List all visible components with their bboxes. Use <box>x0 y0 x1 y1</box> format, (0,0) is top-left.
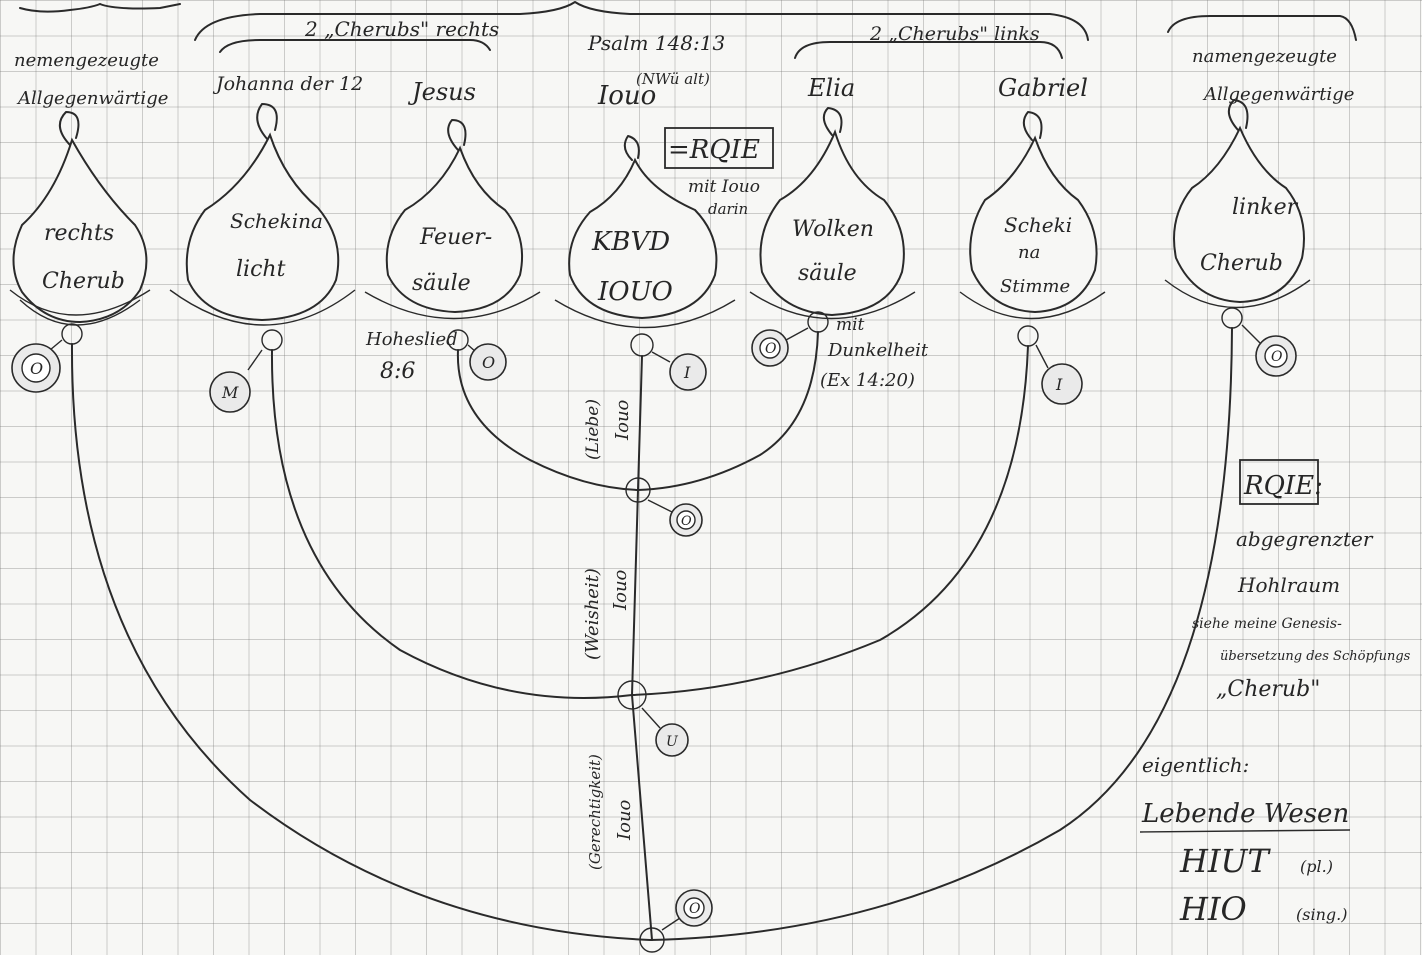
candle-5-name: Elia <box>807 74 855 102</box>
candle-3: Feuer- säule <box>364 119 541 351</box>
candle-1-name-a: nemengezeugte <box>14 50 159 71</box>
seal-4-letter: I <box>683 363 691 382</box>
candle-4-body-1: KBVD <box>591 227 670 257</box>
junction-circle-3 <box>639 927 665 953</box>
seal-3-letter: O <box>482 353 495 372</box>
side-note-box: RQIE: <box>1243 471 1323 501</box>
candle-7-body-1: linker <box>1232 195 1299 220</box>
candle-1-name-b: Allgegenwärtige <box>16 88 168 109</box>
candle-2: Schekina licht <box>169 103 356 351</box>
candle-5-body-1: Wolken <box>792 217 874 242</box>
side-note-line2: Hohlraum <box>1237 573 1340 597</box>
bracket-left-text: 2 „Cherubs" links <box>869 23 1040 45</box>
weisheit-label: (Weisheit) <box>582 568 603 660</box>
seal-6: I <box>1035 344 1083 405</box>
seal-7-letter: O <box>1271 349 1283 365</box>
rqie-box-text: =RQIE <box>668 135 760 165</box>
candle-3-body-1: Feuer- <box>419 225 492 250</box>
candle-2-body-2: licht <box>236 257 286 282</box>
candle-6-name: Gabriel <box>998 74 1088 102</box>
psalm-reference: Psalm 148:13 <box>587 31 725 55</box>
side-note-line1: abgegrenzter <box>1236 527 1374 551</box>
rqie-box <box>664 127 774 169</box>
top-braces <box>19 1 1357 59</box>
candle-2-body-1: Schekina <box>230 209 323 233</box>
junction-seal-1: O <box>647 499 703 537</box>
junction-seal-2-letter: U <box>666 734 679 750</box>
junction-seal-1-letter: O <box>681 514 692 529</box>
seal-2-letter: M <box>221 383 239 402</box>
seal-7: O <box>1241 324 1297 377</box>
rqie-sub-1: mit Iouo <box>688 177 760 197</box>
seal-1-letter: O <box>30 359 43 378</box>
candle-2-name: Johanna der 12 <box>212 73 363 95</box>
iouo-label-3: Iouo <box>614 799 635 841</box>
candle-7-body-2: Cherub <box>1200 251 1283 276</box>
seal-5-letter: O <box>765 341 777 357</box>
rqie-sub-2: darin <box>708 200 748 218</box>
candle-6: Scheki na Stimme <box>959 111 1106 347</box>
candle-7: linker Cherub <box>1164 99 1311 329</box>
candle-6-body-2: na <box>1018 242 1040 263</box>
side-note-line7: Lebende Wesen <box>1141 799 1349 829</box>
nwue-note: (NWü alt) <box>636 70 710 88</box>
gerechtigkeit-label: (Gerechtigkeit) <box>586 754 604 870</box>
dunkelheit-2: Dunkelheit <box>827 340 929 361</box>
bracket-right-text: 2 „Cherubs" rechts <box>304 17 499 41</box>
side-note-line9: HIO <box>1179 890 1247 928</box>
seal-4: I <box>651 351 707 391</box>
candle-1: rechts Cherub <box>9 111 151 345</box>
dunkelheit-ref: (Ex 14:20) <box>820 370 915 391</box>
junction-seal-3-letter: O <box>689 901 701 917</box>
candle-6-body-1: Scheki <box>1004 213 1072 237</box>
candle-4-body-2: IOUO <box>597 277 673 307</box>
candle-4-name: Iouo <box>597 81 656 111</box>
junction-seal-2: U <box>641 707 689 757</box>
candle-7-name-b: Allgegenwärtige <box>1202 84 1354 105</box>
side-note-line3: siehe meine Genesis- <box>1192 616 1342 632</box>
candle-4: KBVD IOUO <box>554 135 736 357</box>
candle-1-body-1: rechts <box>44 221 114 246</box>
iouo-label-1: Iouo <box>612 399 633 441</box>
junction-circle-2 <box>617 680 647 710</box>
seal-6-letter: I <box>1055 375 1063 394</box>
candle-6-body-3: Stimme <box>1000 276 1070 297</box>
candle-5-body-2: säule <box>798 261 857 286</box>
side-note: RQIE: abgegrenzter Hohlraum siehe meine … <box>1139 459 1411 928</box>
side-note-line8b: (pl.) <box>1300 857 1333 876</box>
seal-3: O <box>467 343 507 381</box>
side-note-line9b: (sing.) <box>1296 905 1347 924</box>
liebe-label: (Liebe) <box>583 399 603 460</box>
junction-circle-1 <box>625 477 651 503</box>
branches <box>70 327 1233 941</box>
side-note-line4: übersetzung des Schöpfungs <box>1220 649 1411 664</box>
side-note-line5: „Cherub" <box>1216 677 1320 702</box>
side-note-line6: eigentlich: <box>1142 753 1249 777</box>
candle-3-body-2: säule <box>412 271 471 296</box>
hohelied-ref: 8:6 <box>380 359 415 384</box>
candle-3-name: Jesus <box>407 78 476 106</box>
seal-2: M <box>209 349 263 413</box>
seal-1: O <box>11 339 63 393</box>
candle-7-name-a: namengezeugte <box>1192 46 1337 67</box>
candle-5: Wolken säule <box>749 107 916 333</box>
junction-seal-3: O <box>661 889 713 931</box>
seal-5: O <box>751 327 809 367</box>
hohelied-label: Hoheslied <box>365 329 458 350</box>
dunkelheit-1: mit <box>836 315 865 335</box>
iouo-label-2: Iouo <box>610 569 631 611</box>
candle-1-body-2: Cherub <box>42 269 125 294</box>
side-note-line8: HIUT <box>1179 842 1272 880</box>
